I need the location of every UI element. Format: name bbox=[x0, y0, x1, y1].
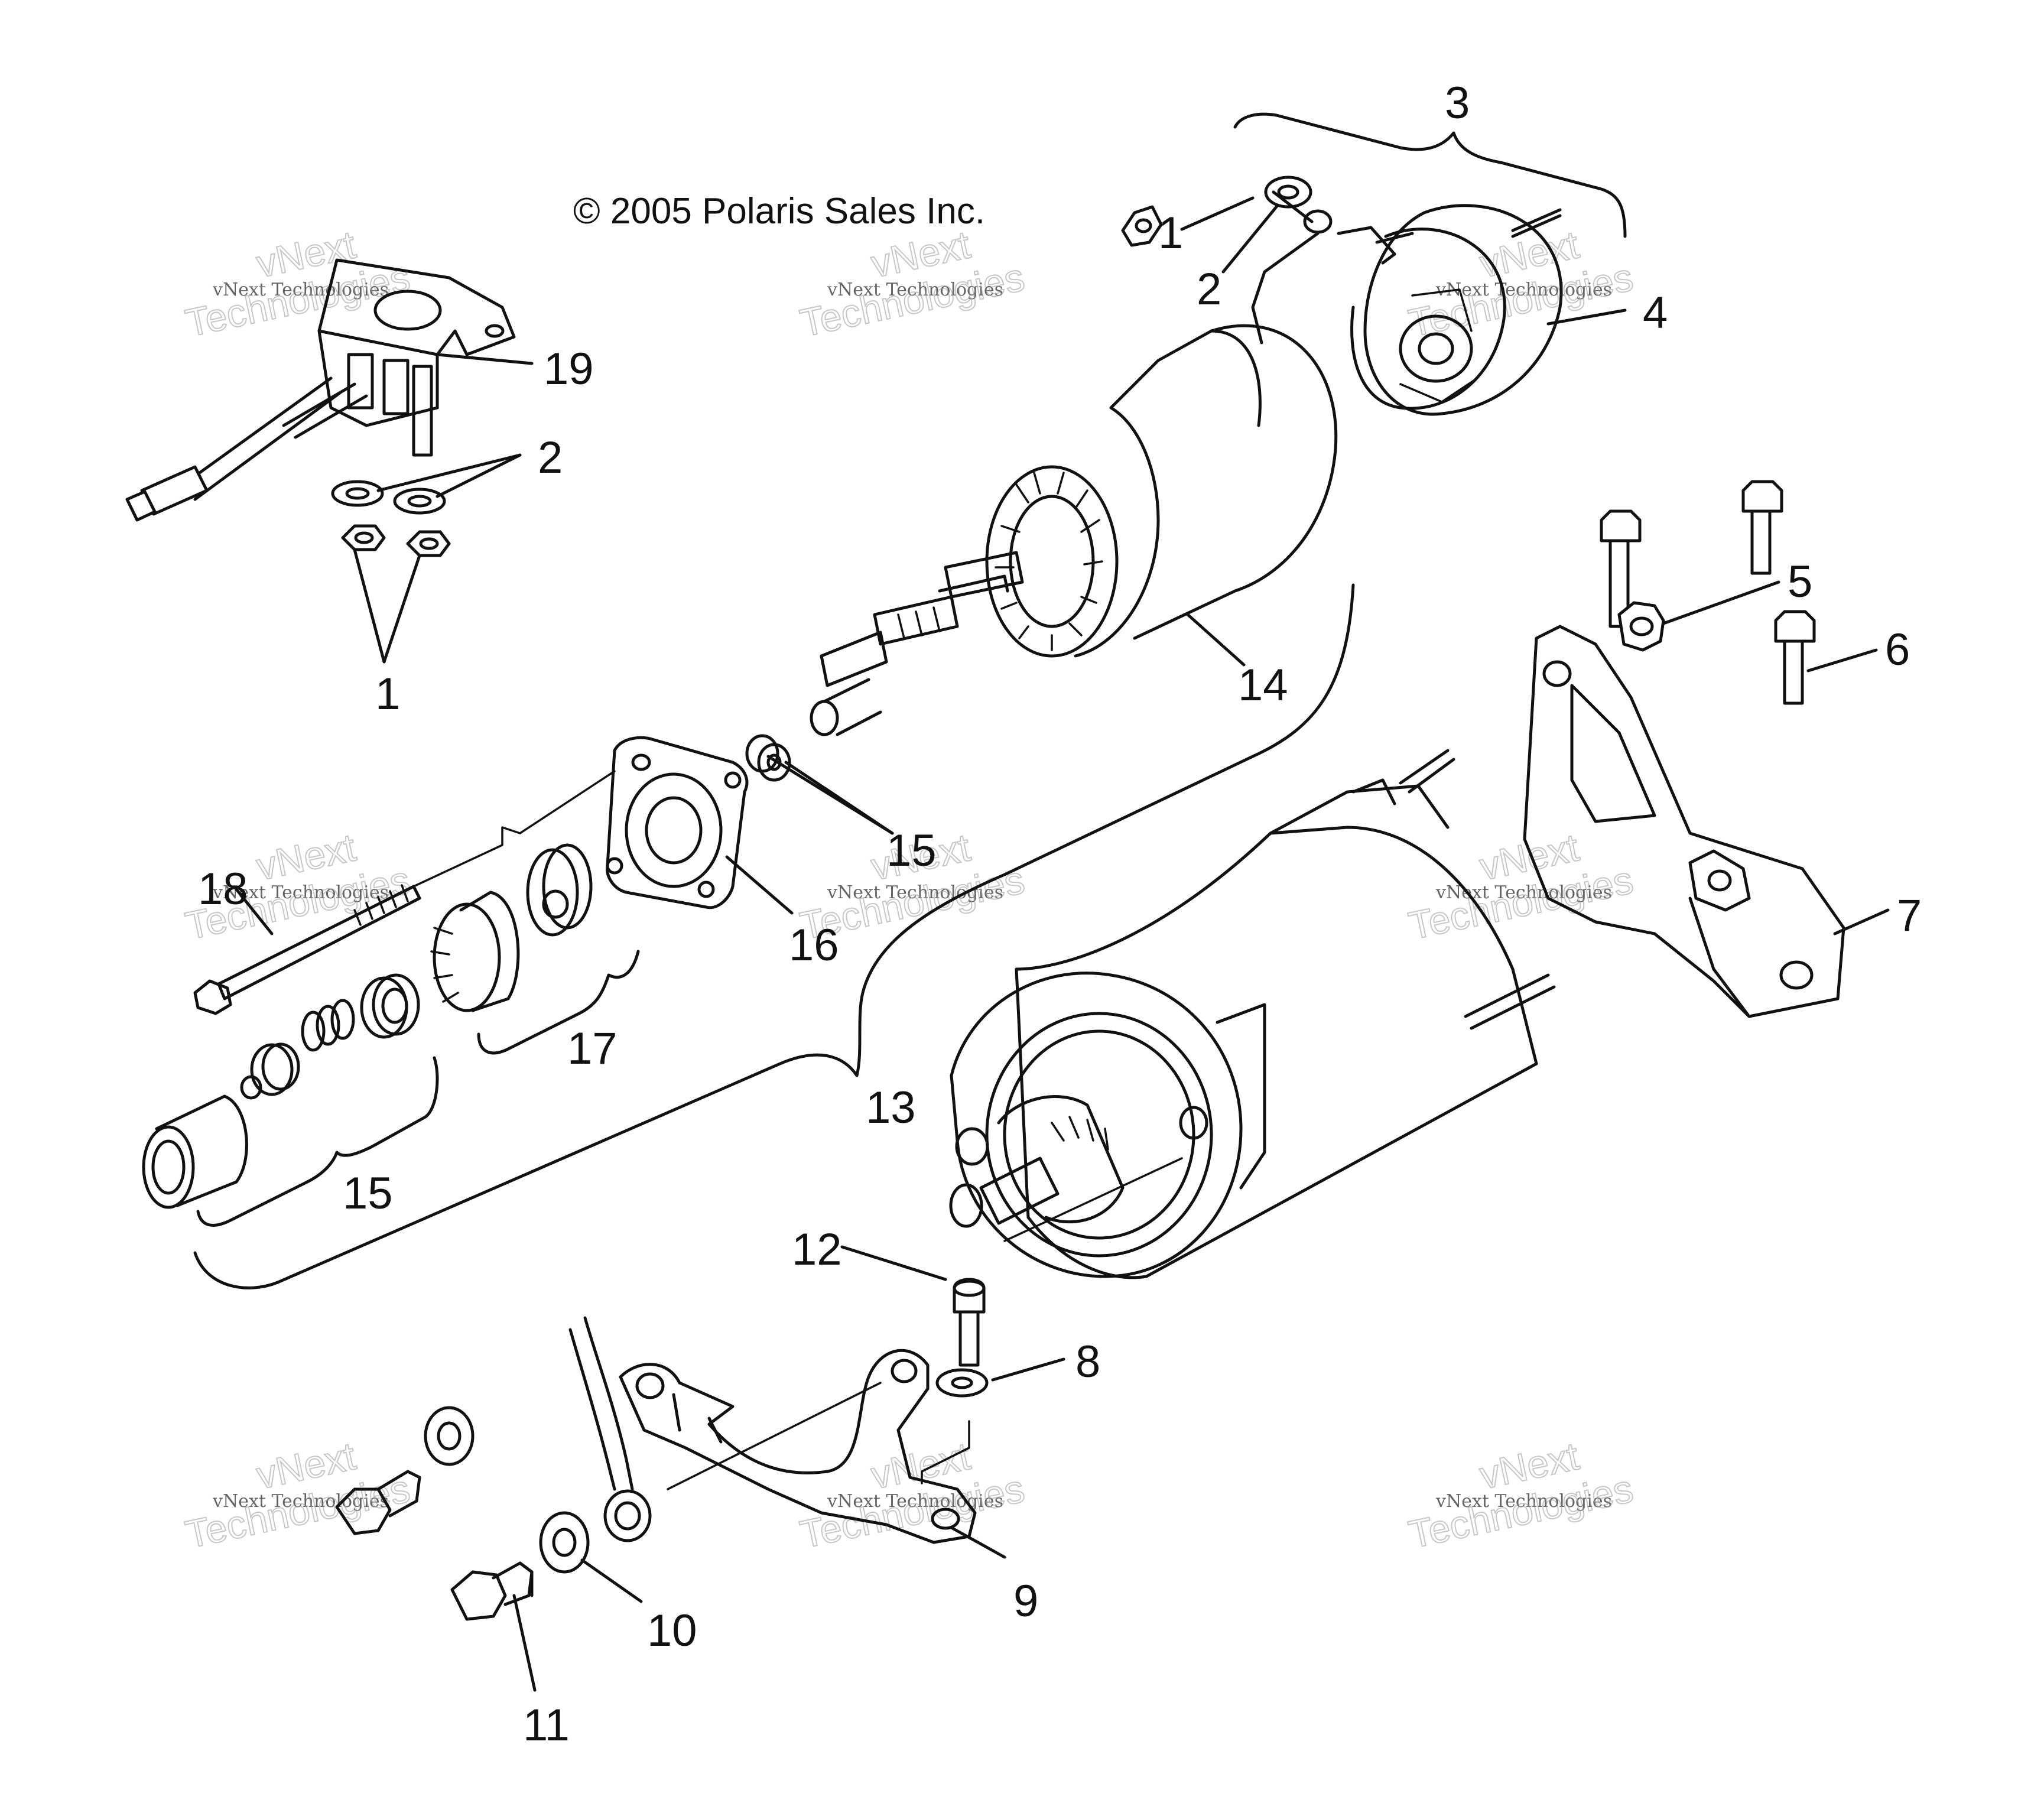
screw-washer-12-8 bbox=[921, 1278, 989, 1484]
callout-4: 4 bbox=[1643, 288, 1668, 338]
svg-text:vNext Technologies: vNext Technologies bbox=[212, 882, 389, 903]
part-flange bbox=[606, 736, 749, 909]
part-armature bbox=[810, 324, 1338, 736]
callout-labels: 3 1 2 4 19 2 1 5 6 7 14 15 16 17 18 13 1… bbox=[198, 78, 1922, 1750]
part-cable bbox=[568, 1316, 882, 1542]
group-braces bbox=[193, 112, 1627, 1289]
svg-text:vNext Technologies: vNext Technologies bbox=[1435, 280, 1612, 300]
watermark: vNext Technologies vNext Technologies bbox=[1405, 824, 1637, 948]
callout-15-low: 15 bbox=[343, 1168, 393, 1219]
watermark: vNext Technologies vNext Technologies bbox=[796, 1433, 1029, 1557]
callout-5: 5 bbox=[1788, 557, 1812, 607]
copyright-notice: © 2005 Polaris Sales Inc. bbox=[573, 191, 985, 232]
callout-1-top: 1 bbox=[1158, 208, 1183, 258]
part-lower-bracket bbox=[619, 1349, 977, 1544]
callout-13: 13 bbox=[866, 1083, 916, 1133]
svg-text:vNext Technologies: vNext Technologies bbox=[1435, 882, 1612, 903]
svg-text:vNext Technologies: vNext Technologies bbox=[212, 1491, 389, 1512]
callout-11: 11 bbox=[523, 1700, 570, 1750]
left-washers-nuts bbox=[331, 480, 451, 557]
svg-text:vNext Technologies: vNext Technologies bbox=[827, 882, 1003, 903]
watermark: vNext Technologies vNext Technologies bbox=[181, 222, 414, 345]
callout-14: 14 bbox=[1238, 660, 1288, 710]
part-solenoid bbox=[125, 258, 516, 522]
watermark: vNext Technologies vNext Technologies bbox=[796, 222, 1029, 345]
callout-16: 16 bbox=[789, 920, 839, 970]
svg-text:vNext Technologies: vNext Technologies bbox=[1435, 1491, 1612, 1512]
callout-2-top: 2 bbox=[1197, 264, 1221, 314]
svg-text:vNext Technologies: vNext Technologies bbox=[827, 280, 1003, 300]
washers-bolts-10-11 bbox=[335, 1406, 590, 1621]
callout-3: 3 bbox=[1445, 78, 1470, 128]
callout-10: 10 bbox=[647, 1606, 697, 1656]
svg-text:vNext Technologies: vNext Technologies bbox=[827, 1491, 1003, 1512]
watermark: vNext Technologies vNext Technologies bbox=[181, 1433, 414, 1557]
part-starter-motor bbox=[949, 749, 1556, 1279]
callout-19: 19 bbox=[544, 344, 594, 394]
callout-17: 17 bbox=[567, 1024, 618, 1074]
assembly-guide-line bbox=[412, 770, 616, 888]
bolts-right bbox=[1600, 480, 1816, 705]
part-mounting-bracket bbox=[1523, 625, 1845, 1018]
callout-7: 7 bbox=[1897, 891, 1922, 941]
callout-8: 8 bbox=[1075, 1337, 1100, 1387]
part-drive-assembly bbox=[142, 843, 593, 1209]
leader-lines bbox=[235, 190, 1890, 1692]
callout-18: 18 bbox=[198, 864, 248, 914]
callout-6: 6 bbox=[1885, 625, 1910, 675]
callout-12: 12 bbox=[792, 1224, 842, 1275]
callout-15-mid: 15 bbox=[886, 826, 937, 876]
part-end-cap bbox=[1121, 176, 1563, 416]
svg-text:vNext Technologies: vNext Technologies bbox=[212, 280, 389, 300]
callout-9: 9 bbox=[1013, 1576, 1038, 1626]
callout-2-left: 2 bbox=[538, 433, 563, 483]
watermarks: vNext Technologies vNext Technologies vN… bbox=[181, 222, 1637, 1557]
watermark: vNext Technologies vNext Technologies bbox=[1405, 1433, 1637, 1557]
watermark: vNext Technologies vNext Technologies bbox=[1405, 222, 1637, 345]
callout-1-left: 1 bbox=[375, 669, 400, 719]
